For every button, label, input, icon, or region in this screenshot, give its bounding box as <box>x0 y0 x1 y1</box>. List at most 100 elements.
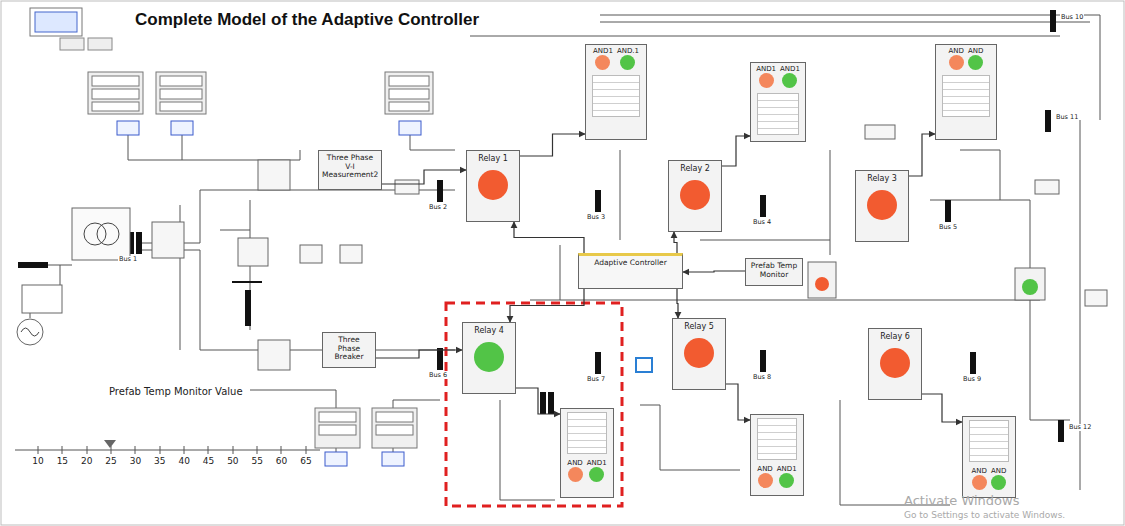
display-block <box>389 89 429 99</box>
relay-block: Relay 5 <box>672 318 726 390</box>
bus-bar <box>437 348 443 370</box>
function-block: Three Phase V-I Measurement2 <box>318 150 382 190</box>
block-label: Relay 3 <box>856 171 908 183</box>
scale-number: 25 <box>104 457 117 467</box>
relay-status-lamp <box>478 170 508 200</box>
adaptive-indicator <box>1022 279 1038 295</box>
port-list <box>757 93 799 135</box>
scale-number: 65 <box>299 457 312 467</box>
wire <box>530 300 1040 301</box>
gain-block <box>171 121 193 135</box>
wire <box>500 400 555 500</box>
ied-block: AND AND <box>935 44 997 140</box>
bus-bar <box>760 350 766 372</box>
display-block <box>372 408 417 448</box>
display-block <box>160 102 202 111</box>
breaker-block <box>152 222 184 258</box>
signal-wire <box>514 222 584 253</box>
scope-block <box>35 12 77 32</box>
ied-block: AND1AND.1 <box>585 44 647 140</box>
source-symbol <box>21 328 39 336</box>
bus-label: Bus 6 <box>428 372 448 379</box>
scale-number: 20 <box>80 457 93 467</box>
gain-block <box>382 452 404 466</box>
ied-block: AND1 AND1 <box>750 62 806 142</box>
scale-number: 15 <box>56 457 69 467</box>
wire <box>620 150 621 240</box>
bus-bar <box>18 262 48 268</box>
wire <box>140 250 455 350</box>
wire <box>182 135 183 160</box>
signal-wire <box>520 134 585 156</box>
relay-block: Relay 6 <box>868 328 922 400</box>
wire <box>140 190 455 243</box>
bus-label: Bus 1 <box>118 256 138 263</box>
controller-block: Adaptive Controller <box>578 253 683 289</box>
signal-wire <box>510 289 584 322</box>
display-block <box>160 76 202 86</box>
bus-bar <box>548 392 554 414</box>
bus-bar <box>595 190 601 212</box>
relay-status-lamp <box>880 348 910 378</box>
bus-label: Bus 7 <box>586 376 606 383</box>
display-block <box>319 412 356 422</box>
source-symbol <box>17 285 62 345</box>
lamp-label: AND <box>968 47 983 55</box>
slider <box>38 446 306 454</box>
bus-bar <box>595 352 601 374</box>
display-block <box>315 408 360 448</box>
block-label: Relay 4 <box>463 323 515 335</box>
relay-block: Relay 2 <box>668 160 722 232</box>
source-symbol <box>22 285 62 313</box>
lamp-label: AND1 <box>756 65 776 73</box>
breaker-block <box>258 160 290 190</box>
port-list <box>969 420 1009 462</box>
bus-label: Bus 12 <box>1068 424 1092 431</box>
slider <box>15 440 320 454</box>
signal-wire <box>382 170 466 184</box>
display-block <box>389 76 429 86</box>
wire <box>640 405 740 470</box>
block-label: Relay 1 <box>467 151 519 163</box>
source-symbol <box>17 319 43 345</box>
display-block <box>92 76 139 86</box>
bus-label: Bus 11 <box>1055 114 1079 121</box>
bus-label: Bus 8 <box>752 374 772 381</box>
wire <box>930 200 1030 270</box>
indicator-lamp <box>568 467 583 482</box>
port-list <box>592 75 640 117</box>
transformer-symbol <box>72 208 130 260</box>
wire <box>410 135 455 150</box>
lamp-label: AND1 <box>777 465 797 473</box>
wire <box>700 240 830 241</box>
indicator-lamp <box>589 467 604 482</box>
wire <box>60 265 61 285</box>
wire <box>470 36 1060 37</box>
wire <box>840 400 950 505</box>
port-list <box>942 75 990 117</box>
block-label: Prefab Temp Monitor <box>746 259 802 282</box>
display-block <box>156 72 206 114</box>
function-block: Three Phase Breaker <box>322 332 376 368</box>
display-block <box>88 72 143 114</box>
bus-label: Bus 2 <box>428 204 448 211</box>
indicator-lamp <box>991 475 1006 490</box>
wire <box>220 230 250 231</box>
adaptive-indicator <box>808 262 1045 300</box>
block-label: Relay 2 <box>669 161 721 173</box>
scope-block <box>30 8 112 50</box>
scale-number: 50 <box>226 457 239 467</box>
relay-block: Relay 1 <box>466 150 520 222</box>
gain-block <box>117 121 652 466</box>
wire <box>830 150 831 255</box>
lamp-label: AND <box>949 47 964 55</box>
bus-bar <box>1050 10 1056 32</box>
scope-block <box>60 38 84 50</box>
watermark: Activate Windows <box>903 494 1020 508</box>
breaker-block <box>865 125 895 139</box>
wire <box>600 22 1090 23</box>
lamp-label: AND1 <box>780 65 800 73</box>
display-block <box>376 412 413 422</box>
indicator-lamp <box>949 55 964 70</box>
breaker-block <box>1085 290 1107 306</box>
